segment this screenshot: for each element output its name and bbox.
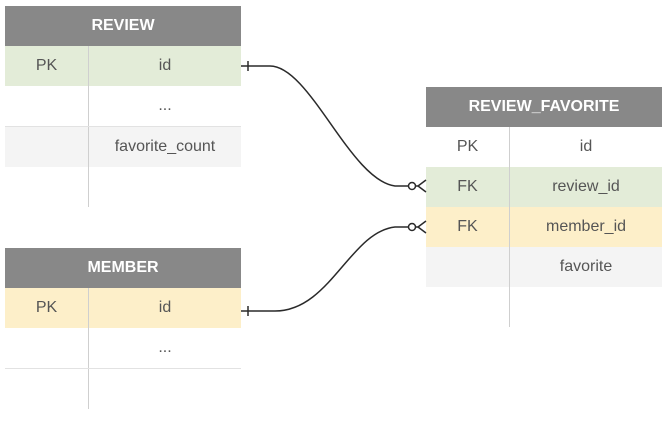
review-favorite-key-fk: FK bbox=[426, 167, 510, 207]
review-favorite-row-favorite: favorite bbox=[426, 247, 662, 287]
review-key-pk: PK bbox=[5, 46, 89, 86]
review-favorite-key-empty bbox=[426, 287, 510, 327]
review-favorite-field-review-id: review_id bbox=[552, 178, 620, 195]
review-favorite-table-title: REVIEW_FAVORITE bbox=[426, 87, 662, 127]
member-row-ellipsis: ... bbox=[5, 328, 241, 369]
member-key-pk: PK bbox=[5, 288, 89, 328]
review-favorite-key-pk: PK bbox=[426, 127, 510, 167]
review-favorite-field-favorite: favorite bbox=[559, 258, 613, 275]
review-to-review-favorite-link bbox=[241, 61, 427, 193]
member-table-title: MEMBER bbox=[5, 248, 241, 288]
review-favorite-field-member-id: member_id bbox=[545, 218, 627, 235]
review-field-ellipsis: ... bbox=[158, 97, 172, 114]
review-row-id: PK id bbox=[5, 46, 241, 86]
review-favorite-table: REVIEW_FAVORITE PK id FK review_id FK me… bbox=[426, 87, 662, 327]
review-field-id: id bbox=[158, 57, 172, 74]
review-row-ellipsis: ... bbox=[5, 86, 241, 127]
member-to-review-favorite-link bbox=[241, 220, 427, 316]
member-row-empty bbox=[5, 369, 241, 409]
review-table: REVIEW PK id ... favorite_count bbox=[5, 6, 241, 207]
review-table-title: REVIEW bbox=[5, 6, 241, 46]
member-key-empty bbox=[5, 328, 89, 368]
member-key-empty bbox=[5, 369, 89, 409]
review-row-favorite-count: favorite_count bbox=[5, 127, 241, 167]
review-key-empty bbox=[5, 86, 89, 126]
review-favorite-row-empty bbox=[426, 287, 662, 327]
review-row-empty bbox=[5, 167, 241, 207]
review-favorite-key-empty bbox=[426, 247, 510, 287]
review-favorite-row-id: PK id bbox=[426, 127, 662, 167]
review-favorite-key-fk: FK bbox=[426, 207, 510, 247]
review-favorite-row-member-id: FK member_id bbox=[426, 207, 662, 247]
member-field-id: id bbox=[158, 299, 172, 316]
review-key-empty bbox=[5, 167, 89, 207]
member-row-id: PK id bbox=[5, 288, 241, 328]
review-field-favorite-count: favorite_count bbox=[114, 138, 216, 155]
member-table: MEMBER PK id ... bbox=[5, 248, 241, 409]
review-favorite-field-id: id bbox=[579, 138, 593, 155]
review-favorite-row-review-id: FK review_id bbox=[426, 167, 662, 207]
review-key-empty bbox=[5, 127, 89, 167]
member-field-ellipsis: ... bbox=[158, 339, 172, 356]
